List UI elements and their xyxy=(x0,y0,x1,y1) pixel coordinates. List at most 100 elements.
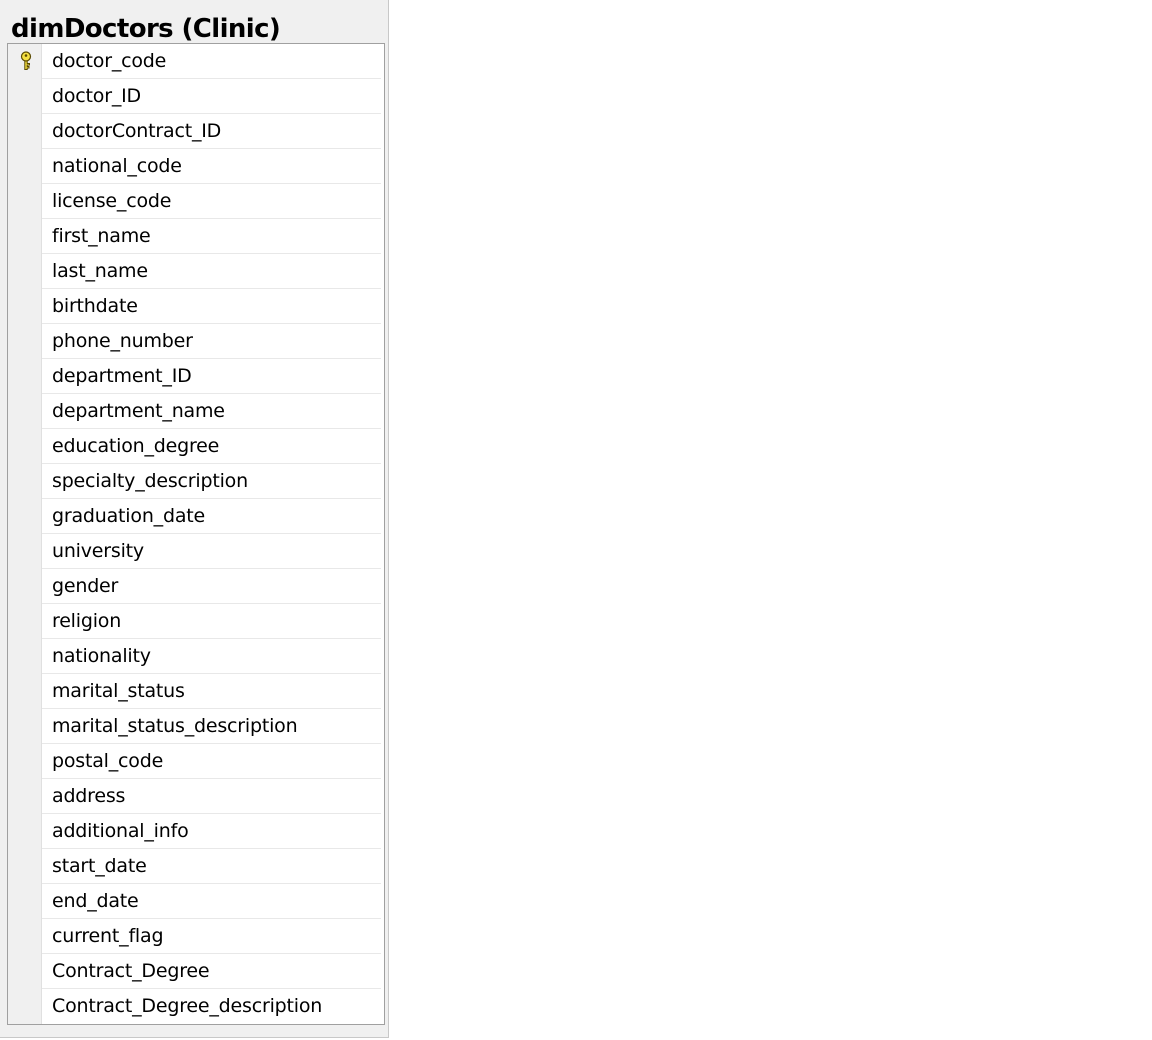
row-divider xyxy=(42,918,381,919)
column-row[interactable]: university xyxy=(8,534,384,569)
row-selector[interactable] xyxy=(8,254,42,289)
column-row[interactable]: doctor_code xyxy=(8,44,384,79)
column-row[interactable]: current_flag xyxy=(8,919,384,954)
row-divider xyxy=(42,148,381,149)
column-row[interactable]: end_date xyxy=(8,884,384,919)
row-selector[interactable] xyxy=(8,499,42,534)
row-divider xyxy=(42,638,381,639)
column-name: end_date xyxy=(52,890,139,912)
row-selector[interactable] xyxy=(8,534,42,569)
column-row[interactable]: doctorContract_ID xyxy=(8,114,384,149)
table-title: dimDoctors (Clinic) xyxy=(11,14,281,44)
column-row[interactable]: national_code xyxy=(8,149,384,184)
column-row[interactable]: Contract_Degree_description xyxy=(8,989,384,1024)
column-name: religion xyxy=(52,610,122,632)
column-name: doctor_ID xyxy=(52,85,141,107)
row-selector[interactable] xyxy=(8,44,42,79)
row-divider xyxy=(42,568,381,569)
row-selector[interactable] xyxy=(8,219,42,254)
row-divider xyxy=(42,288,381,289)
row-selector[interactable] xyxy=(8,709,42,744)
column-row[interactable]: last_name xyxy=(8,254,384,289)
column-name: postal_code xyxy=(52,750,164,772)
column-row[interactable]: license_code xyxy=(8,184,384,219)
column-name: additional_info xyxy=(52,820,189,842)
column-row[interactable]: specialty_description xyxy=(8,464,384,499)
row-divider xyxy=(42,183,381,184)
column-name: marital_status xyxy=(52,680,185,702)
column-row[interactable]: doctor_ID xyxy=(8,79,384,114)
column-name: phone_number xyxy=(52,330,193,352)
row-selector[interactable] xyxy=(8,849,42,884)
column-row[interactable]: birthdate xyxy=(8,289,384,324)
row-divider xyxy=(42,218,381,219)
row-selector[interactable] xyxy=(8,779,42,814)
row-divider xyxy=(42,113,381,114)
row-divider xyxy=(42,603,381,604)
row-divider xyxy=(42,498,381,499)
row-selector[interactable] xyxy=(8,289,42,324)
row-divider xyxy=(42,358,381,359)
row-selector[interactable] xyxy=(8,674,42,709)
row-selector[interactable] xyxy=(8,394,42,429)
column-name: first_name xyxy=(52,225,151,247)
column-name: doctor_code xyxy=(52,50,167,72)
column-name: graduation_date xyxy=(52,505,205,527)
column-name: doctorContract_ID xyxy=(52,120,222,142)
row-selector[interactable] xyxy=(8,79,42,114)
column-name: marital_status_description xyxy=(52,715,298,737)
column-row[interactable]: nationality xyxy=(8,639,384,674)
table-title-bar[interactable]: dimDoctors (Clinic) xyxy=(0,0,389,44)
row-selector[interactable] xyxy=(8,429,42,464)
row-selector[interactable] xyxy=(8,359,42,394)
row-selector[interactable] xyxy=(8,604,42,639)
row-selector[interactable] xyxy=(8,639,42,674)
column-row[interactable]: marital_status xyxy=(8,674,384,709)
row-divider xyxy=(42,78,381,79)
column-row[interactable]: department_name xyxy=(8,394,384,429)
row-selector[interactable] xyxy=(8,919,42,954)
row-selector[interactable] xyxy=(8,149,42,184)
row-selector[interactable] xyxy=(8,884,42,919)
row-selector[interactable] xyxy=(8,184,42,219)
row-divider xyxy=(42,778,381,779)
column-name: current_flag xyxy=(52,925,164,947)
row-divider xyxy=(42,393,381,394)
column-row[interactable]: first_name xyxy=(8,219,384,254)
row-selector[interactable] xyxy=(8,814,42,849)
column-row[interactable]: address xyxy=(8,779,384,814)
row-selector[interactable] xyxy=(8,989,42,1024)
row-selector[interactable] xyxy=(8,569,42,604)
column-row[interactable]: department_ID xyxy=(8,359,384,394)
row-selector[interactable] xyxy=(8,324,42,359)
row-divider xyxy=(42,253,381,254)
column-name: department_ID xyxy=(52,365,192,387)
column-name: Contract_Degree xyxy=(52,960,210,982)
column-row[interactable]: additional_info xyxy=(8,814,384,849)
column-name: specialty_description xyxy=(52,470,248,492)
table-designer-window[interactable]: dimDoctors (Clinic) doctor_code doctor_ID… xyxy=(0,0,389,1038)
row-divider xyxy=(42,708,381,709)
column-row[interactable]: gender xyxy=(8,569,384,604)
column-name: national_code xyxy=(52,155,182,177)
row-divider xyxy=(42,883,381,884)
row-selector[interactable] xyxy=(8,464,42,499)
row-selector[interactable] xyxy=(8,954,42,989)
column-name: gender xyxy=(52,575,119,597)
column-row[interactable]: education_degree xyxy=(8,429,384,464)
row-selector[interactable] xyxy=(8,114,42,149)
row-divider xyxy=(42,848,381,849)
column-row[interactable]: phone_number xyxy=(8,324,384,359)
row-selector[interactable] xyxy=(8,744,42,779)
column-row[interactable]: marital_status_description xyxy=(8,709,384,744)
row-divider xyxy=(42,988,381,989)
column-row[interactable]: religion xyxy=(8,604,384,639)
column-row[interactable]: start_date xyxy=(8,849,384,884)
row-divider xyxy=(42,673,381,674)
column-row[interactable]: graduation_date xyxy=(8,499,384,534)
column-row[interactable]: Contract_Degree xyxy=(8,954,384,989)
column-row[interactable]: postal_code xyxy=(8,744,384,779)
row-divider xyxy=(42,953,381,954)
